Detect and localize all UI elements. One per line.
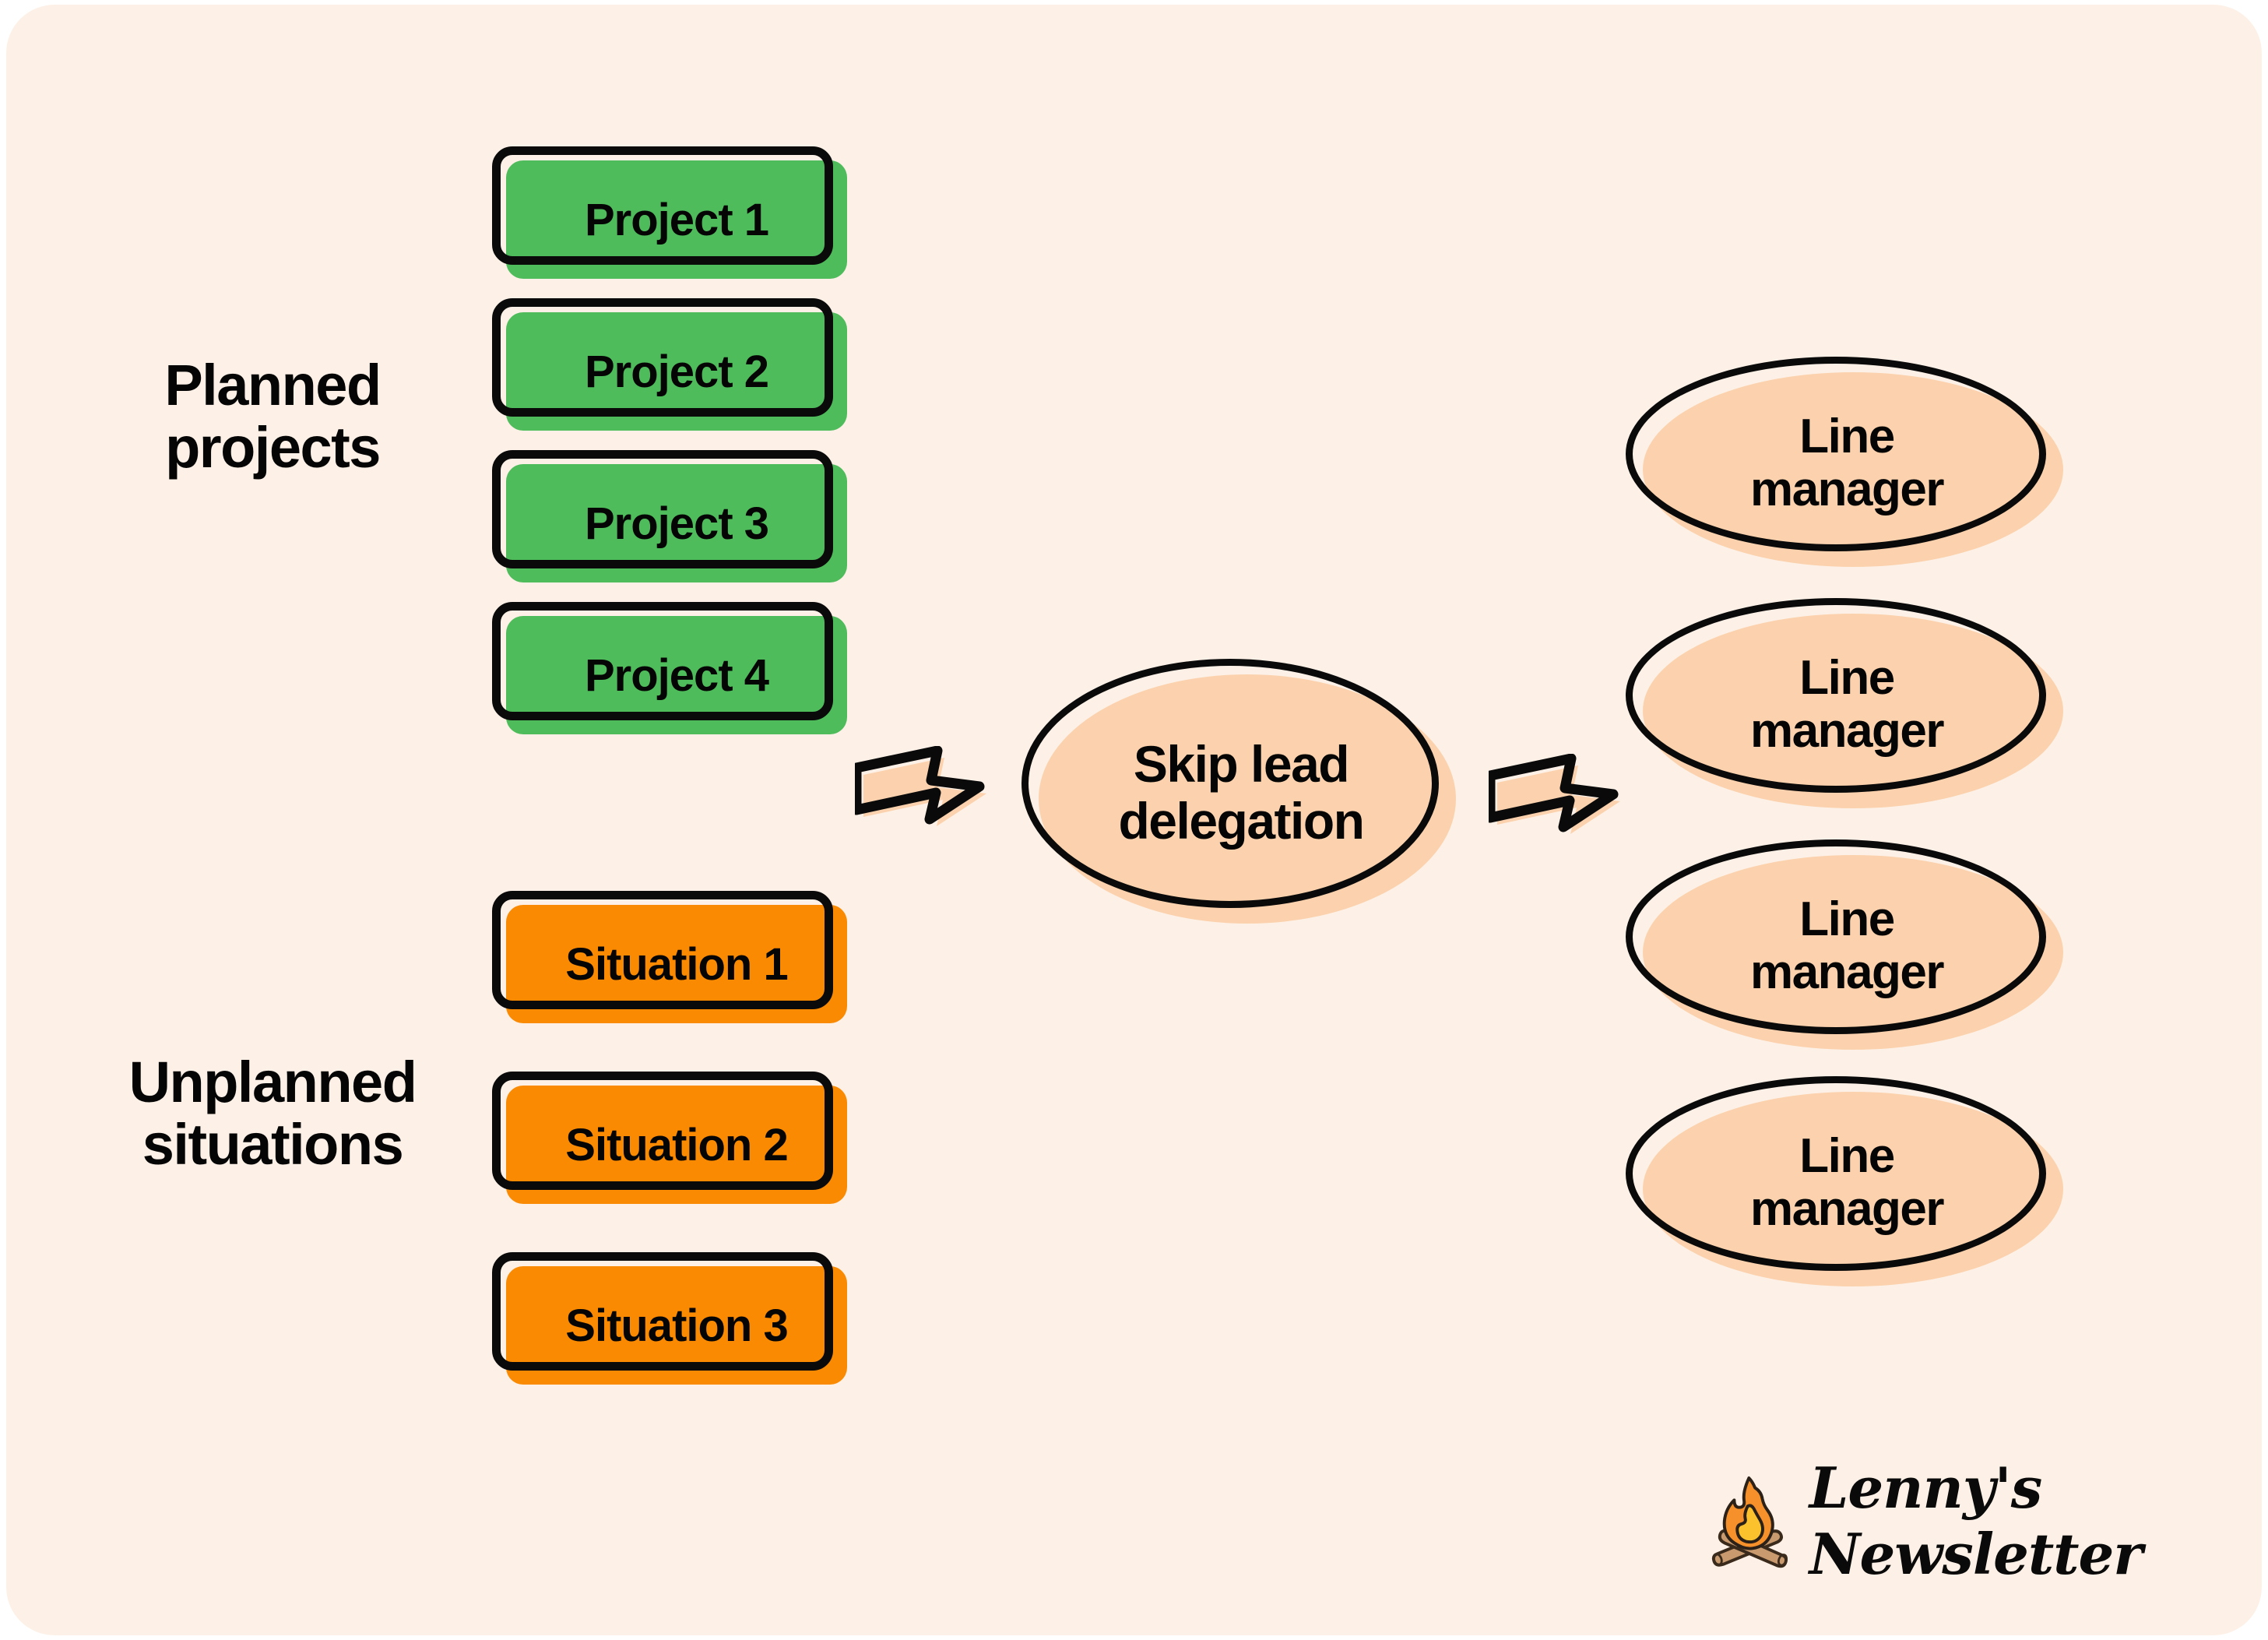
situation-box-3-outline — [492, 1252, 833, 1371]
situation-box-2[interactable]: Situation 2 — [492, 1072, 847, 1204]
line-manager-node-4-outline — [1626, 1076, 2046, 1271]
project-box-1[interactable]: Project 1 — [492, 146, 847, 279]
line-manager-node-4[interactable]: Line manager — [1626, 1076, 2063, 1286]
group-label-unplanned-situations: Unplanned situations — [128, 1050, 417, 1177]
project-box-1-outline — [492, 146, 833, 265]
lennys-newsletter-wordmark: Lenny's Newsletter — [1809, 1455, 2143, 1587]
group-label-planned-projects: Planned projects — [164, 353, 382, 480]
project-box-2-outline — [492, 298, 833, 417]
skip-lead-delegation-outline — [1021, 659, 1439, 908]
lennys-newsletter-logo: Lenny's Newsletter — [1710, 1455, 2268, 1587]
project-box-4-label: Project 4 — [585, 649, 769, 701]
project-box-3-outline — [492, 450, 833, 568]
project-box-3[interactable]: Project 3 — [492, 450, 847, 582]
line-manager-node-4-label: Line manager — [1750, 1128, 1944, 1236]
line-manager-node-3-outline — [1626, 839, 2046, 1034]
line-manager-node-1[interactable]: Line manager — [1626, 357, 2063, 567]
situation-box-3[interactable]: Situation 3 — [492, 1252, 847, 1385]
arrow-right-icon — [851, 745, 986, 826]
line-manager-node-2[interactable]: Line manager — [1626, 598, 2063, 808]
arrow-right-icon — [1485, 753, 1620, 834]
project-box-1-label: Project 1 — [585, 194, 769, 245]
skip-lead-delegation-node[interactable]: Skip lead delegation — [1021, 659, 1456, 924]
project-box-4[interactable]: Project 4 — [492, 602, 847, 734]
project-box-2-label: Project 2 — [585, 346, 769, 397]
situation-box-1-outline — [492, 891, 833, 1009]
line-manager-node-2-label: Line manager — [1750, 650, 1944, 758]
line-manager-node-3[interactable]: Line manager — [1626, 839, 2063, 1050]
arrow-inputs-to-hub — [851, 745, 1003, 847]
line-manager-node-3-label: Line manager — [1750, 892, 1944, 999]
line-manager-node-1-outline — [1626, 357, 2046, 551]
situation-box-1[interactable]: Situation 1 — [492, 891, 847, 1023]
campfire-icon — [1711, 1476, 1788, 1568]
line-manager-node-2-outline — [1626, 598, 2046, 793]
arrow-hub-to-outputs — [1485, 753, 1637, 855]
situation-box-1-label: Situation 1 — [565, 938, 788, 990]
situation-box-2-label: Situation 2 — [565, 1119, 788, 1170]
line-manager-node-1-label: Line manager — [1750, 409, 1944, 516]
situation-box-3-label: Situation 3 — [565, 1300, 788, 1351]
situation-box-2-outline — [492, 1072, 833, 1190]
project-box-4-outline — [492, 602, 833, 720]
project-box-2[interactable]: Project 2 — [492, 298, 847, 431]
project-box-3-label: Project 3 — [585, 498, 769, 549]
skip-lead-delegation-label: Skip lead delegation — [1118, 735, 1365, 850]
